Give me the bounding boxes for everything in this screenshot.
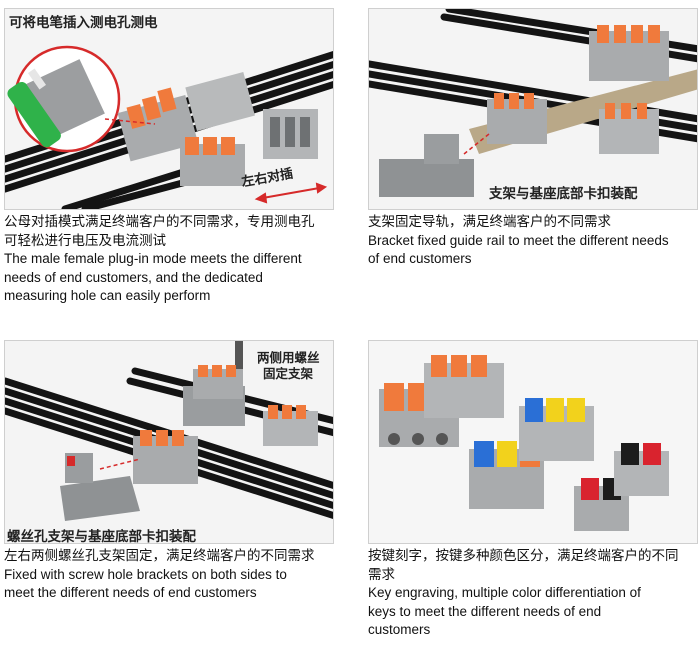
caption-en-line: customers: [368, 622, 431, 637]
bracket-assembly-label: 支架与基座底部卡扣装配: [489, 186, 638, 202]
caption-panel-4: 按键刻字，按键多种颜色区分，满足终端客户的不同 需求 Key engraving…: [368, 547, 698, 640]
caption-panel-1: 公母对插模式满足终端客户的不同需求，专用测电孔 可轻松进行电压及电流测试 The…: [4, 213, 334, 306]
caption-en-line: meet the different needs of end customer…: [4, 585, 257, 600]
panel-key-colors: [368, 340, 698, 544]
caption-en-line: needs of end customers, and the dedicate…: [4, 269, 263, 285]
caption-en-line: Bracket fixed guide rail to meet the dif…: [368, 232, 669, 248]
caption-en-line: measuring hole can easily perform: [4, 288, 211, 303]
screw-fix-label-line-2: 固定支架: [263, 366, 314, 381]
dashed-guide-icon: [104, 118, 156, 125]
plug-in-illustration: [5, 45, 333, 209]
caption-en-line: Key engraving, multiple color differenti…: [368, 585, 641, 600]
guide-rail-illustration: [369, 9, 697, 197]
caption-cn-line: 按键刻字，按键多种颜色区分，满足终端客户的不同: [368, 548, 679, 563]
caption-en-line: of end customers: [368, 251, 472, 266]
panel-plug-in-mode: 可将电笔插入测电孔测电 左右对插: [4, 8, 334, 210]
screw-bracket-assembly-label: 螺丝孔支架与基座底部卡扣装配: [7, 529, 196, 544]
caption-en-line: The male female plug-in mode meets the d…: [4, 251, 302, 266]
key-colors-illustration: [379, 355, 669, 531]
double-arrow-icon: [254, 182, 328, 204]
caption-cn-line: 公母对插模式满足终端客户的不同需求，专用测电孔: [4, 214, 315, 229]
caption-panel-3: 左右两侧螺丝孔支架固定，满足终端客户的不同需求 Fixed with screw…: [4, 547, 334, 603]
panel-guide-rail: 支架与基座底部卡扣装配: [368, 8, 698, 210]
caption-panel-2: 支架固定导轨，满足终端客户的不同需求 Bracket fixed guide r…: [368, 213, 698, 269]
test-probe-icon: [7, 68, 61, 148]
screw-bracket-illustration: [5, 341, 333, 521]
caption-cn-line: 左右两侧螺丝孔支架固定，满足终端客户的不同需求: [4, 548, 315, 563]
probe-hint-label: 可将电笔插入测电孔测电: [9, 15, 158, 31]
caption-en-line: Fixed with screw hole brackets on both s…: [4, 566, 287, 582]
caption-cn-line: 可轻松进行电压及电流测试: [4, 232, 166, 248]
connector-group: [117, 71, 318, 186]
caption-cn-line: 支架固定导轨，满足终端客户的不同需求: [368, 214, 611, 229]
caption-en-line: keys to meet the different needs of end: [368, 603, 602, 619]
caption-cn-line: 需求: [368, 566, 395, 582]
screw-fix-label-line-1: 两侧用螺丝: [257, 350, 320, 365]
panel-screw-bracket: 两侧用螺丝 固定支架 螺丝孔支架与基座底部卡扣装配: [4, 340, 334, 544]
